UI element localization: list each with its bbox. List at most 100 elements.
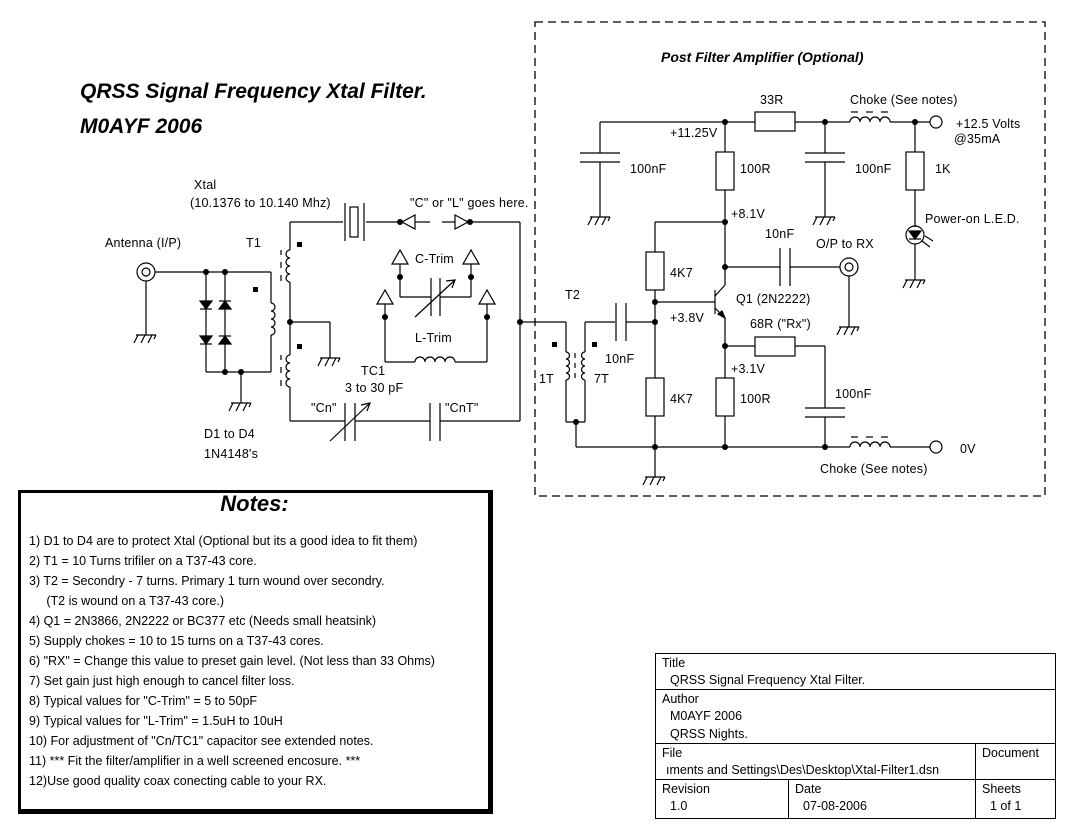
- note-item: 2) T1 = 10 Turns trifiler on a T37-43 co…: [29, 554, 257, 568]
- revision-cell: Revision 1.0: [656, 780, 789, 818]
- page-subtitle: M0AYF 2006: [80, 115, 203, 138]
- xtal-label: Xtal: [194, 178, 217, 192]
- note-item: 8) Typical values for "C-Trim" = 5 to 50…: [29, 694, 258, 708]
- cn-label: "Cn": [311, 401, 337, 415]
- c2-label: 100nF: [855, 162, 892, 176]
- transformer-t1: [253, 242, 302, 388]
- title-block-file-label: File: [662, 746, 683, 760]
- output-label: O/P to RX: [816, 237, 874, 251]
- title-block-date-value: 07-08-2006: [803, 799, 867, 813]
- cnt-label: "CnT": [445, 401, 479, 415]
- note-item: 10) For adjustment of "Cn/TC1" capacitor…: [29, 734, 374, 748]
- t2-primary-label: 1T: [539, 372, 554, 386]
- date-cell: Date 07-08-2006: [789, 780, 976, 818]
- t1-label: T1: [246, 236, 261, 250]
- diodes-part-label: 1N4148's: [204, 447, 259, 461]
- r4k7-bottom-label: 4K7: [670, 392, 693, 406]
- title-block-title-value: QRSS Signal Frequency Xtal Filter.: [670, 673, 866, 687]
- l-trim-label: L-Trim: [415, 331, 452, 345]
- transistor-q1: [655, 284, 727, 320]
- led-label: Power-on L.E.D.: [925, 212, 1020, 226]
- c-trim-capacitor: [390, 248, 481, 318]
- title-block-document-label: Document: [982, 746, 1039, 760]
- note-item: 4) Q1 = 2N3866, 2N2222 or BC377 etc (Nee…: [29, 614, 377, 628]
- tc1-trimmer-capacitor: [329, 402, 371, 442]
- amplifier-title: Post Filter Amplifier (Optional): [661, 49, 864, 65]
- cnt-capacitor: [429, 403, 441, 441]
- t2-secondary-label: 7T: [594, 372, 609, 386]
- supply-current-label: @35mA: [954, 132, 1001, 146]
- ground-terminal: [929, 440, 943, 454]
- sheets-cell: Sheets 1 of 1: [976, 780, 1055, 818]
- resistor-4k7-bottom: [645, 377, 665, 417]
- title-block-title-label: Title: [662, 656, 686, 670]
- resistor-33r: [754, 111, 796, 132]
- choke-bottom-label: Choke (See notes): [820, 462, 928, 476]
- choke-top: [849, 111, 891, 123]
- resistor-4k7-top: [645, 251, 665, 291]
- choke-top-label: Choke (See notes): [850, 93, 958, 107]
- title-block: Title QRSS Signal Frequency Xtal Filter.…: [655, 653, 1056, 819]
- output-coupling-capacitor: [779, 248, 791, 286]
- c10n-out-label: 10nF: [765, 227, 795, 241]
- tc1-label: TC1: [361, 364, 386, 378]
- c1-label: 100nF: [630, 162, 667, 176]
- r33-label: 33R: [760, 93, 784, 107]
- resistor-100r-emitter: [715, 377, 735, 417]
- power-on-led: [905, 225, 934, 248]
- title-block-date-label: Date: [795, 782, 822, 796]
- notes-title: Notes:: [220, 491, 289, 516]
- antenna-label: Antenna (I/P): [105, 236, 182, 250]
- transformer-t2: [552, 322, 597, 422]
- choke-bottom: [849, 436, 891, 448]
- output-connector: [836, 257, 860, 336]
- note-item: 6) "RX" = Change this value to preset ga…: [29, 654, 435, 668]
- c10n-in-label: 10nF: [605, 352, 635, 366]
- resistor-1k: [905, 151, 925, 191]
- q1-label: Q1 (2N2222): [736, 292, 811, 306]
- voltage-3-8-label: +3.8V: [670, 311, 705, 325]
- r100-bottom-label: 100R: [740, 392, 771, 406]
- tc1-value-label: 3 to 30 pF: [345, 381, 404, 395]
- note-item: 1) D1 to D4 are to protect Xtal (Optiona…: [29, 534, 418, 548]
- r1k-label: 1K: [935, 162, 951, 176]
- amplifier-enclosure: [534, 21, 1046, 497]
- capacitor-100nf-middle: [805, 152, 845, 163]
- file-cell: File ıments and Settings\Des\Desktop\Xta…: [656, 744, 976, 780]
- t2-label: T2: [565, 288, 580, 302]
- xtal-frequency-label: (10.1376 to 10.140 Mhz): [190, 196, 331, 210]
- diodes-d1-d4: [198, 272, 233, 372]
- r4k7-top-label: 4K7: [670, 266, 693, 280]
- title-block-sheets-value: 1 of 1: [990, 799, 1022, 813]
- supply-terminal: [929, 115, 943, 129]
- voltage-8-1-label: +8.1V: [731, 207, 766, 221]
- title-block-file-value: ıments and Settings\Des\Desktop\Xtal-Fil…: [666, 763, 940, 777]
- notes-list: 1) D1 to D4 are to protect Xtal (Optiona…: [29, 531, 435, 791]
- note-item: (T2 is wound on a T37-43 core.): [29, 594, 225, 608]
- title-block-author-line1: M0AYF 2006: [670, 709, 743, 723]
- r68-label: 68R ("Rx"): [750, 317, 811, 331]
- capacitor-100nf-emitter: [805, 407, 845, 418]
- page-title: QRSS Signal Frequency Xtal Filter.: [80, 80, 427, 103]
- title-block-author-line2: QRSS Nights.: [670, 727, 748, 741]
- voltage-11-25-label: +11.25V: [670, 126, 718, 140]
- l-trim-inductor: [375, 288, 497, 363]
- title-cell: Title QRSS Signal Frequency Xtal Filter.: [656, 654, 1055, 690]
- resistor-68r-rx: [754, 336, 796, 357]
- diodes-label: D1 to D4: [204, 427, 255, 441]
- note-item: 11) *** Fit the filter/amplifier in a we…: [29, 754, 361, 768]
- supply-voltage-label: +12.5 Volts: [956, 117, 1021, 131]
- capacitor-100nf-left: [580, 152, 620, 163]
- note-item: 12)Use good quality coax conecting cable…: [29, 774, 327, 788]
- document-cell: Document: [976, 744, 1055, 780]
- title-block-revision-label: Revision: [662, 782, 710, 796]
- note-item: 7) Set gain just high enough to cancel f…: [29, 674, 295, 688]
- r100-top-label: 100R: [740, 162, 771, 176]
- antenna-connector: [133, 262, 157, 344]
- notes-box: Notes: 1) D1 to D4 are to protect Xtal (…: [18, 490, 493, 814]
- title-block-revision-value: 1.0: [670, 799, 688, 813]
- c-trim-label: C-Trim: [415, 252, 454, 266]
- crystal-xtal: [344, 203, 365, 241]
- author-cell: Author M0AYF 2006 QRSS Nights.: [656, 690, 1055, 744]
